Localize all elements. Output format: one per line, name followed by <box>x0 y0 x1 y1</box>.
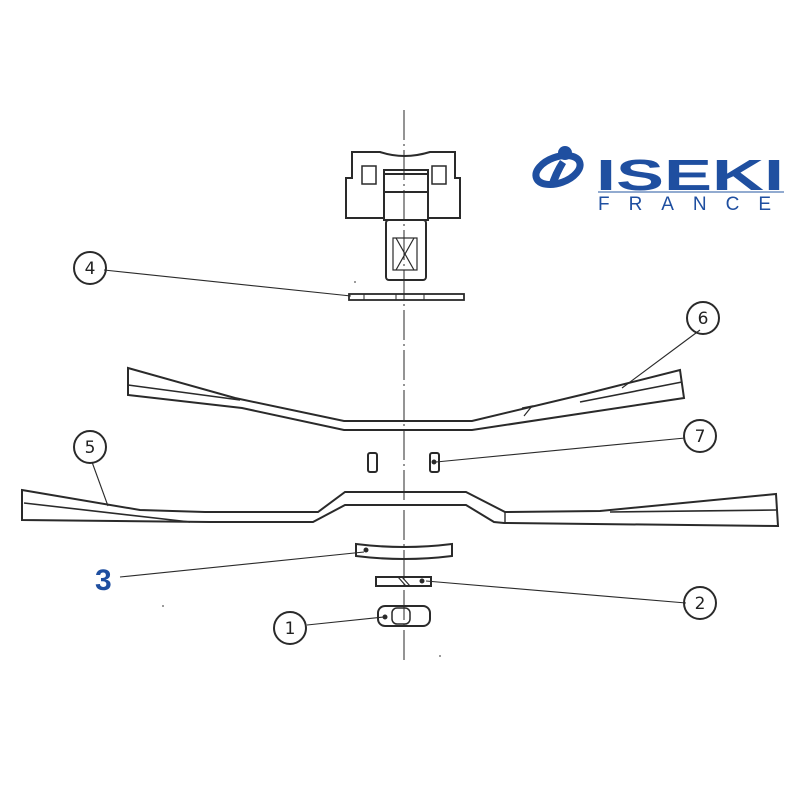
part-7-spacer-blocks <box>367 452 440 473</box>
callout-6-label: 6 <box>698 309 709 329</box>
iseki-logo: ISEKI FRANCE <box>532 146 784 215</box>
leader-4 <box>103 269 352 297</box>
callout-1-label: 1 <box>285 619 296 639</box>
logo-subtitle-text: FRANCE <box>598 194 784 215</box>
leader-6 <box>621 329 701 389</box>
leader-5 <box>91 461 109 507</box>
callout-7-label: 7 <box>695 427 706 447</box>
callout-1-circle[interactable] <box>273 611 307 645</box>
iseki-emblem-icon <box>532 146 584 189</box>
callout-6-circle[interactable] <box>686 301 720 335</box>
hub-assembly <box>345 151 461 281</box>
callout-7-circle[interactable] <box>683 419 717 453</box>
leader-lines <box>91 269 701 626</box>
leader-3 <box>119 551 365 578</box>
leader-7 <box>435 437 686 463</box>
callout-2-circle[interactable] <box>683 586 717 620</box>
part-1-nut <box>377 605 431 627</box>
callout-2-label: 2 <box>695 594 706 614</box>
callout-5-circle[interactable] <box>73 430 107 464</box>
callout-4-circle[interactable] <box>73 251 107 285</box>
callout-3-label[interactable]: 3 <box>95 564 112 597</box>
part-4-holder-plate <box>348 293 465 301</box>
part-3-curved-plate <box>355 542 453 560</box>
callout-5-label: 5 <box>85 438 96 458</box>
callout-4-label: 4 <box>85 259 96 279</box>
leader-1 <box>306 616 385 626</box>
leader-2 <box>425 580 687 604</box>
part-6-upper-blade <box>127 366 686 431</box>
part-5-lower-blade <box>21 488 780 528</box>
